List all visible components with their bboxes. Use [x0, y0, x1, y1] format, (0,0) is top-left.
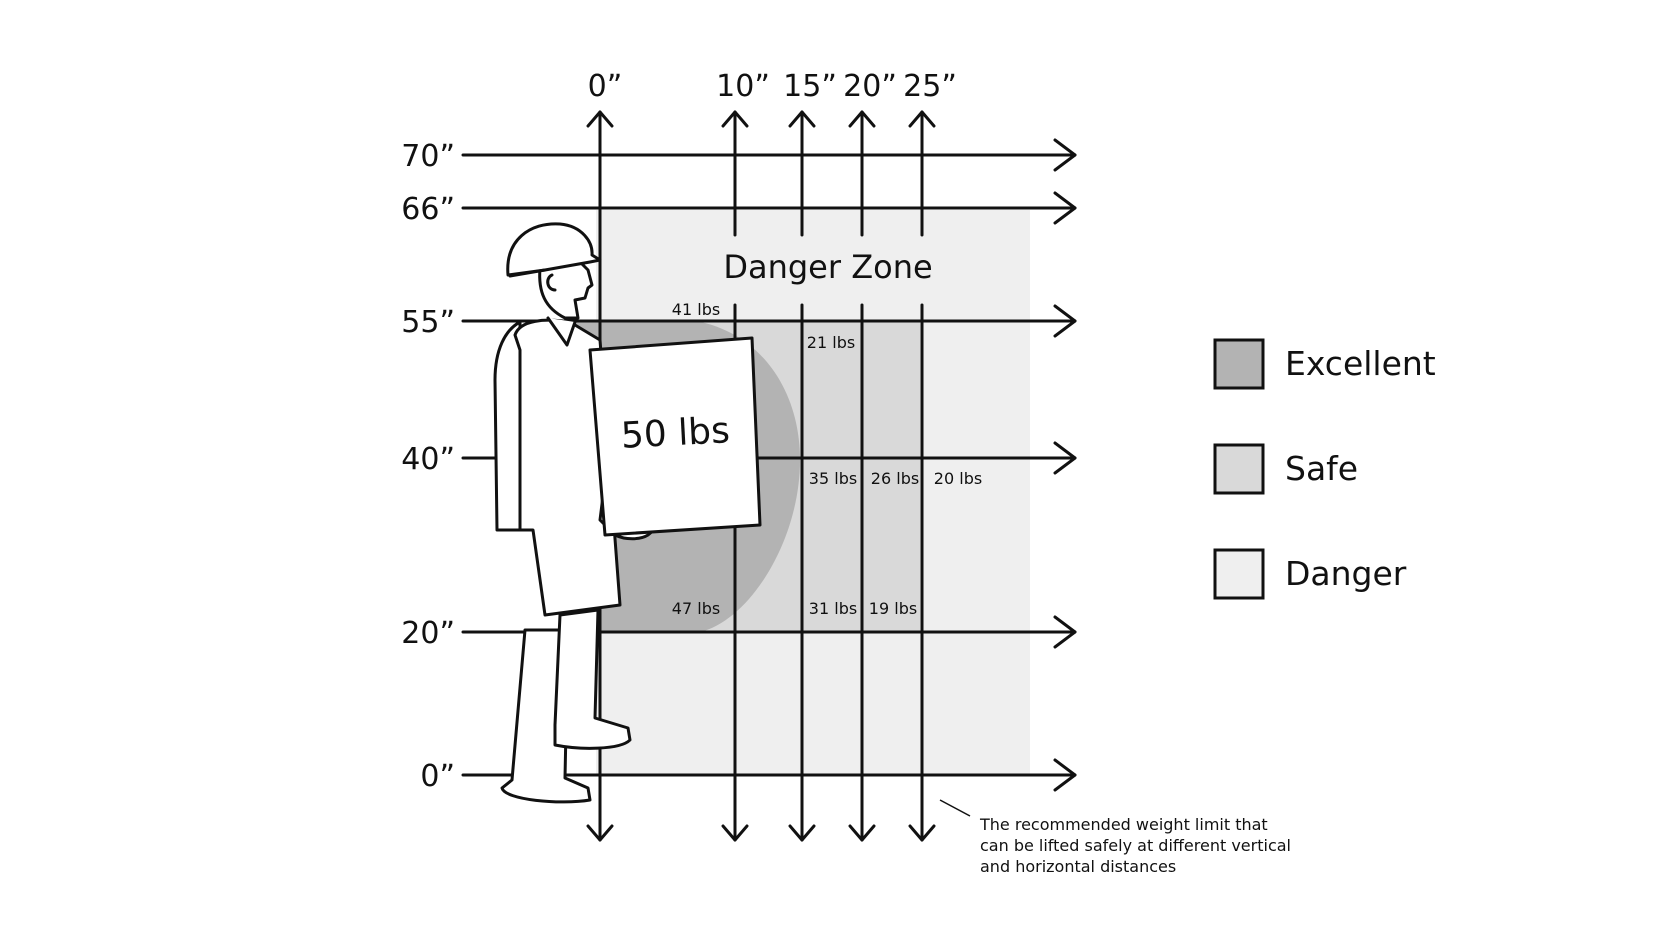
h-axis-label: 0” [588, 69, 623, 104]
annotation-note: The recommended weight limit that can be… [939, 799, 1291, 876]
arrow-icon [848, 110, 876, 842]
zone-title: Danger Zone [723, 248, 932, 286]
v-axis-label: 0” [420, 759, 455, 794]
weight-label: 47 lbs [672, 599, 720, 618]
arrow-icon [461, 138, 1077, 172]
legend-label-danger: Danger [1285, 554, 1407, 593]
weight-label: 35 lbs [809, 469, 857, 488]
weight-label: 20 lbs [934, 469, 982, 488]
v-axis-label: 70” [401, 139, 455, 174]
arrow-icon [908, 110, 936, 842]
note-line: and horizontal distances [980, 857, 1176, 876]
vertical-axis-labels: 70” 66” 55” 40” 20” 0” [401, 139, 455, 794]
v-axis-label: 55” [401, 305, 455, 340]
note-line: The recommended weight limit that [979, 815, 1268, 834]
note-leader-line [939, 799, 971, 817]
horizontal-axis-labels: 0” 10” 15” 20” 25” [588, 69, 957, 104]
weight-labels: 41 lbs 21 lbs 35 lbs 26 lbs 20 lbs 47 lb… [672, 300, 982, 618]
legend-swatch-safe [1213, 443, 1265, 495]
v-axis-label: 66” [401, 192, 455, 227]
weight-label: 31 lbs [809, 599, 857, 618]
weight-label: 19 lbs [869, 599, 917, 618]
weight-label: 41 lbs [672, 300, 720, 319]
weight-label: 26 lbs [871, 469, 919, 488]
h-axis-label: 15” [783, 69, 837, 104]
box-50-lbs: 50 lbs [588, 336, 762, 537]
h-axis-label: 25” [903, 69, 957, 104]
legend-swatch-danger [1213, 548, 1265, 600]
h-axis-label: 20” [843, 69, 897, 104]
weight-label: 21 lbs [807, 333, 855, 352]
arrow-icon [788, 110, 816, 842]
legend-label-excellent: Excellent [1285, 344, 1436, 383]
v-axis-label: 40” [401, 442, 455, 477]
legend-swatch-excellent [1213, 338, 1265, 390]
v-axis-label: 20” [401, 616, 455, 651]
arrow-icon [461, 191, 1077, 225]
legend: Excellent Safe Danger [1213, 338, 1436, 600]
h-axis-label: 10” [716, 69, 770, 104]
note-line: can be lifted safely at different vertic… [980, 836, 1291, 855]
legend-label-safe: Safe [1285, 449, 1358, 488]
box-label: 50 lbs [620, 410, 731, 457]
